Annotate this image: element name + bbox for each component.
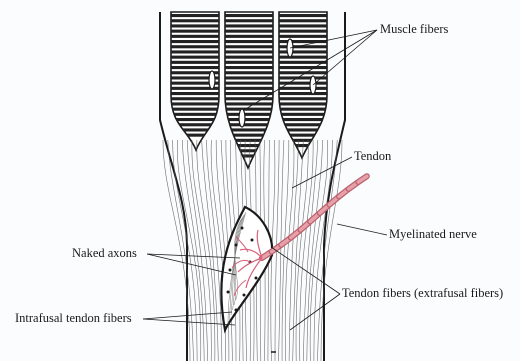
label-intrafusal-tendon-fibers: Intrafusal tendon fibers bbox=[15, 311, 132, 325]
striation bbox=[223, 24, 275, 27]
striation bbox=[169, 61, 221, 64]
striation bbox=[169, 19, 221, 22]
striation bbox=[277, 71, 329, 74]
striation bbox=[169, 14, 221, 17]
striation bbox=[277, 128, 329, 131]
striation bbox=[277, 87, 329, 90]
striation bbox=[169, 134, 221, 137]
striation bbox=[277, 102, 329, 105]
striation bbox=[223, 102, 275, 105]
nucleus-dot bbox=[235, 309, 238, 312]
myelin-segment-fill bbox=[358, 176, 366, 182]
striation bbox=[169, 102, 221, 105]
striation bbox=[223, 40, 275, 43]
striation bbox=[223, 30, 275, 33]
nucleus-dot bbox=[235, 244, 238, 247]
nucleus-dot bbox=[251, 239, 254, 242]
tendon-fiber-line bbox=[202, 140, 219, 361]
striation bbox=[223, 149, 275, 152]
striation bbox=[223, 66, 275, 69]
striation bbox=[169, 128, 221, 131]
striation bbox=[169, 50, 221, 53]
striation bbox=[277, 134, 329, 137]
striation bbox=[169, 123, 221, 126]
striation bbox=[277, 30, 329, 33]
striation bbox=[223, 45, 275, 48]
striation bbox=[223, 61, 275, 64]
striation bbox=[277, 19, 329, 22]
striation bbox=[223, 113, 275, 116]
striation bbox=[277, 14, 329, 17]
nucleus-dot bbox=[243, 294, 246, 297]
striation bbox=[277, 50, 329, 53]
nucleus-dot bbox=[255, 277, 258, 280]
striation bbox=[169, 35, 221, 38]
striation bbox=[277, 56, 329, 59]
label-tendon-fibers: Tendon fibers (extrafusal fibers) bbox=[342, 286, 503, 300]
striation bbox=[223, 97, 275, 100]
striation bbox=[169, 24, 221, 27]
label-muscle-fibers: Muscle fibers bbox=[380, 22, 449, 36]
striation bbox=[277, 35, 329, 38]
label-myelinated-nerve: Myelinated nerve bbox=[389, 227, 477, 241]
label-naked-axons: Naked axons bbox=[72, 246, 137, 260]
striation bbox=[223, 92, 275, 95]
striation bbox=[169, 92, 221, 95]
striation bbox=[223, 35, 275, 38]
striation bbox=[223, 108, 275, 111]
tendon-fiber-line bbox=[187, 140, 208, 361]
nucleus-dot bbox=[229, 269, 232, 272]
striation bbox=[223, 19, 275, 22]
striation bbox=[169, 66, 221, 69]
striation bbox=[169, 40, 221, 43]
muscle-nucleus bbox=[209, 71, 215, 89]
striation bbox=[277, 97, 329, 100]
tendon-fiber-line bbox=[279, 140, 284, 361]
nucleus-dot bbox=[241, 227, 244, 230]
striation bbox=[223, 71, 275, 74]
striation bbox=[223, 50, 275, 53]
tendon-fiber-line bbox=[163, 140, 190, 361]
muscle-nucleus bbox=[239, 109, 245, 127]
striation bbox=[223, 154, 275, 157]
striation bbox=[169, 97, 221, 100]
striation bbox=[223, 134, 275, 137]
tendon-fiber-line bbox=[296, 140, 308, 361]
tendon-organ-capsule bbox=[221, 207, 272, 330]
tendon-fiber-line bbox=[293, 140, 304, 361]
striation bbox=[277, 24, 329, 27]
striation bbox=[277, 92, 329, 95]
striation bbox=[223, 56, 275, 59]
striation bbox=[277, 66, 329, 69]
striation bbox=[169, 113, 221, 116]
striation bbox=[169, 30, 221, 33]
striation bbox=[223, 82, 275, 85]
striation bbox=[277, 113, 329, 116]
striation bbox=[169, 45, 221, 48]
muscle-fibers-group bbox=[169, 12, 329, 168]
striation bbox=[223, 87, 275, 90]
striation bbox=[223, 123, 275, 126]
striation bbox=[223, 14, 275, 17]
striation bbox=[277, 82, 329, 85]
striation bbox=[169, 108, 221, 111]
label-tendon: Tendon bbox=[354, 149, 392, 163]
striation bbox=[223, 118, 275, 121]
nucleus-dot bbox=[227, 291, 230, 294]
striation bbox=[169, 56, 221, 59]
striation bbox=[277, 108, 329, 111]
striation bbox=[277, 118, 329, 121]
striation bbox=[223, 76, 275, 79]
